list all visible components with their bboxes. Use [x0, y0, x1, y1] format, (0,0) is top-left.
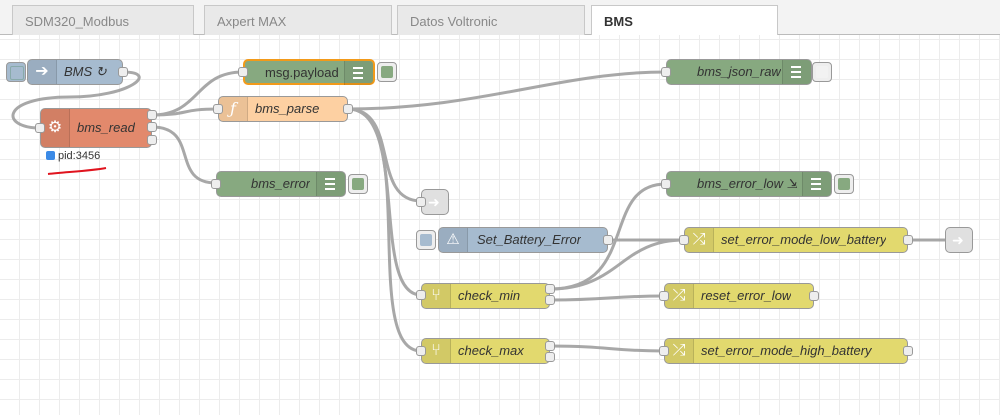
warning-icon: ⚠ [439, 228, 468, 252]
node-change-set-error-mode-low-battery[interactable]: ⤮ set_error_mode_low_battery [684, 227, 908, 253]
output-port[interactable] [809, 291, 819, 301]
tab-label: BMS [604, 14, 633, 29]
wire [347, 107, 422, 353]
input-port[interactable] [416, 346, 426, 356]
output-port[interactable] [118, 67, 128, 77]
output-port[interactable] [545, 341, 555, 351]
input-port[interactable] [659, 291, 669, 301]
wires-layer [11, 70, 945, 353]
tab-datos-voltronic[interactable]: Datos Voltronic [397, 5, 585, 35]
input-port[interactable] [659, 346, 669, 356]
switch-fork-icon: ⑂ [422, 284, 451, 308]
output-port[interactable] [545, 352, 555, 362]
function-icon: ƒ [219, 97, 248, 121]
debug-toggle-button[interactable] [834, 174, 854, 194]
list-icon [344, 61, 373, 85]
catch-toggle-button[interactable] [416, 230, 436, 250]
tab-bms[interactable]: BMS [591, 5, 778, 36]
node-switch-check-max[interactable]: ⑂ check_max [421, 338, 550, 364]
wire [151, 125, 217, 185]
node-debug-bms-error-low[interactable]: bms_error_low ⇲ [666, 171, 832, 197]
arrow-right-icon: ➔ [28, 60, 57, 84]
node-inject-bms[interactable]: ➔ BMS ↻ [27, 59, 123, 85]
input-port[interactable] [211, 179, 221, 189]
node-link-out[interactable]: ➜ [945, 227, 973, 253]
output-port[interactable] [147, 135, 157, 145]
flow-canvas[interactable]: ➔ BMS ↻ ⚙ bms_read pid:3456 msg.payload … [0, 35, 1000, 415]
wire [347, 70, 667, 111]
shuffle-icon: ⤮ [685, 228, 714, 252]
gear-icon: ⚙ [41, 109, 70, 147]
node-function-bms-parse[interactable]: ƒ bms_parse [218, 96, 348, 122]
input-port[interactable] [416, 197, 426, 207]
node-switch-check-min[interactable]: ⑂ check_min [421, 283, 550, 309]
node-exec-bms-read[interactable]: ⚙ bms_read [40, 108, 152, 148]
output-port[interactable] [343, 104, 353, 114]
link-icon: ➜ [428, 194, 440, 210]
tab-label: SDM320_Modbus [25, 14, 130, 29]
wire [151, 107, 219, 117]
node-label: bms_json_raw [697, 64, 781, 79]
output-port[interactable] [545, 295, 555, 305]
node-catch-set-battery-error[interactable]: ⚠ Set_Battery_Error [438, 227, 608, 253]
wire [347, 107, 422, 297]
node-label: check_min [458, 288, 521, 303]
list-icon [782, 60, 811, 84]
debug-toggle-button[interactable] [377, 62, 397, 82]
node-change-reset-error-low[interactable]: ⤮ reset_error_low [664, 283, 814, 309]
output-port[interactable] [147, 110, 157, 120]
input-port[interactable] [679, 235, 689, 245]
tab-label: Axpert MAX [217, 14, 287, 29]
annotation-underline [47, 167, 107, 175]
node-status: pid:3456 [46, 150, 100, 162]
node-label: bms_error [251, 176, 311, 191]
status-text: pid:3456 [58, 150, 101, 162]
list-icon [802, 172, 831, 196]
input-port[interactable] [213, 104, 223, 114]
output-port[interactable] [545, 284, 555, 294]
status-dot-icon [46, 151, 55, 160]
output-port[interactable] [603, 235, 613, 245]
input-port[interactable] [238, 67, 248, 77]
debug-toggle-button[interactable] [348, 174, 368, 194]
node-label: BMS ↻ [64, 64, 107, 79]
node-debug-bms-error[interactable]: bms_error [216, 171, 346, 197]
output-port[interactable] [903, 235, 913, 245]
tab-axpert-max[interactable]: Axpert MAX [204, 5, 392, 35]
node-label: Set_Battery_Error [477, 232, 582, 247]
node-label: msg.payload [265, 65, 339, 80]
node-debug-bms-json-raw[interactable]: bms_json_raw [666, 59, 812, 85]
node-label: set_error_mode_high_battery [701, 343, 872, 358]
wire [549, 238, 685, 291]
inject-button[interactable] [6, 62, 26, 82]
output-port[interactable] [147, 122, 157, 132]
node-label: bms_parse [255, 101, 320, 116]
tab-label: Datos Voltronic [410, 14, 498, 29]
node-label: bms_read [77, 120, 135, 135]
input-port[interactable] [661, 179, 671, 189]
output-port[interactable] [903, 346, 913, 356]
node-label: set_error_mode_low_battery [721, 232, 887, 247]
shuffle-icon: ⤮ [665, 339, 694, 363]
input-port[interactable] [661, 67, 671, 77]
wire [549, 294, 665, 302]
wire [11, 70, 141, 130]
link-icon: ➜ [952, 232, 964, 248]
input-port[interactable] [35, 123, 45, 133]
shuffle-icon: ⤮ [665, 284, 694, 308]
wire [549, 344, 665, 353]
node-label: reset_error_low [701, 288, 792, 303]
node-debug-msg-payload[interactable]: msg.payload [243, 59, 375, 85]
node-change-set-error-mode-high-battery[interactable]: ⤮ set_error_mode_high_battery [664, 338, 908, 364]
node-label: bms_error_low ⇲ [697, 176, 798, 191]
input-port[interactable] [416, 290, 426, 300]
debug-toggle-button[interactable] [812, 62, 832, 82]
tab-bar: SDM320_Modbus Axpert MAX Datos Voltronic… [0, 0, 1000, 36]
node-label: check_max [458, 343, 524, 358]
list-icon [316, 172, 345, 196]
switch-fork-icon: ⑂ [422, 339, 451, 363]
tab-sdm320-modbus[interactable]: SDM320_Modbus [12, 5, 194, 35]
